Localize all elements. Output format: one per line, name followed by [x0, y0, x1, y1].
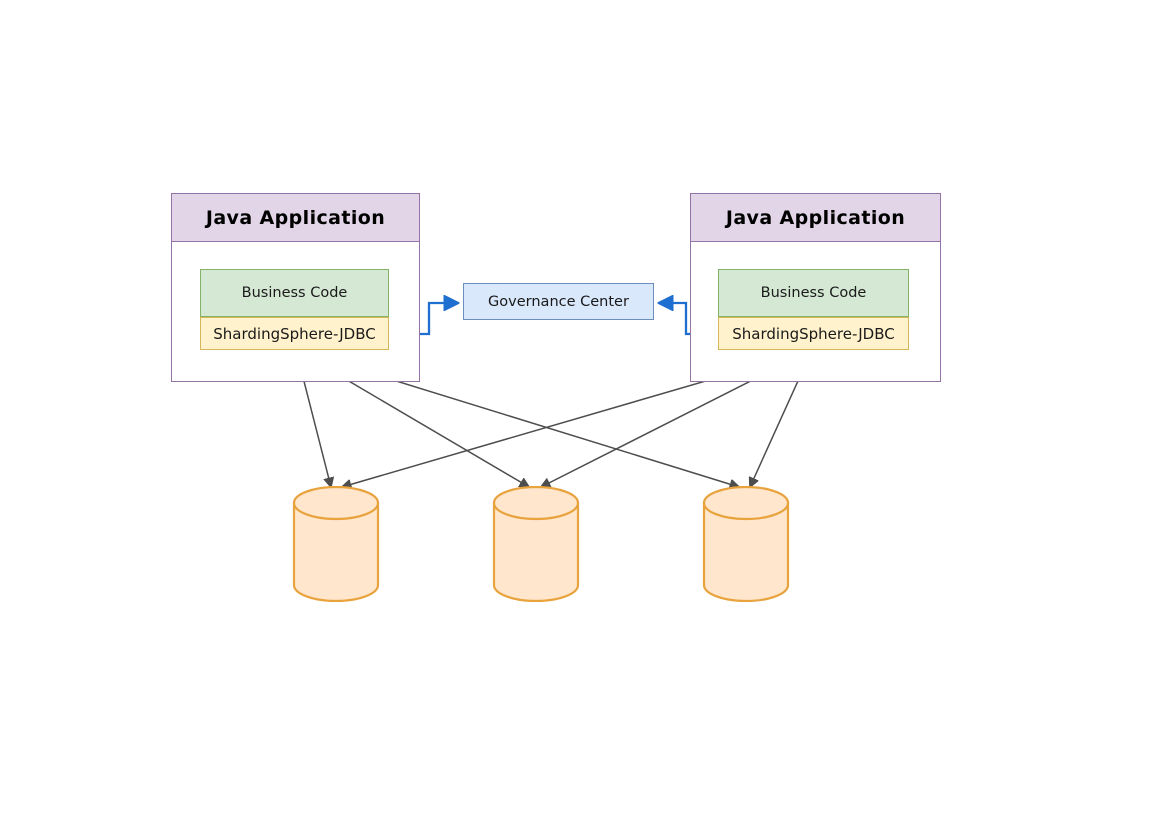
java-application-left-title: Java Application — [171, 193, 420, 242]
business-code-left[interactable]: Business Code — [200, 269, 389, 317]
shardingsphere-jdbc-right[interactable]: ShardingSphere-JDBC — [718, 317, 909, 350]
database-cylinder-1[interactable] — [291, 485, 381, 603]
java-application-right-title: Java Application — [690, 193, 941, 242]
database-cylinder-2[interactable] — [491, 485, 581, 603]
shardingsphere-jdbc-left[interactable]: ShardingSphere-JDBC — [200, 317, 389, 350]
governance-center[interactable]: Governance Center — [463, 283, 654, 320]
database-cylinder-3[interactable] — [701, 485, 791, 603]
business-code-right[interactable]: Business Code — [718, 269, 909, 317]
